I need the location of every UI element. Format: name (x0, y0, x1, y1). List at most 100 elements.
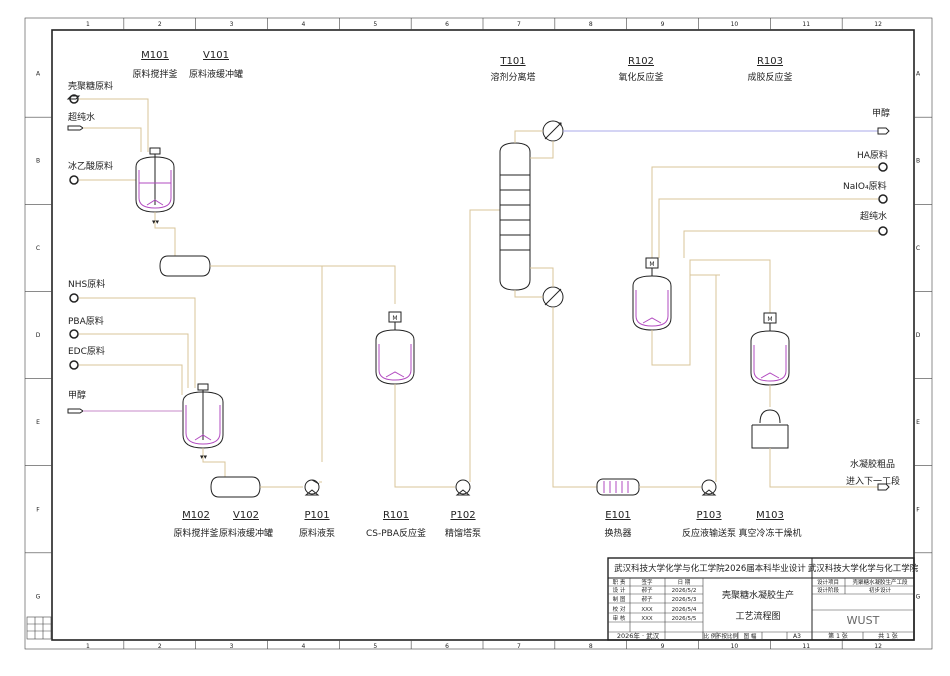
name-p101: 原料液泵 (299, 527, 335, 539)
signer-2: 郝子 (641, 595, 653, 603)
column-label-3: 3 (230, 643, 234, 650)
column-label-11: 11 (802, 21, 810, 28)
title-drawing-name-1: 壳聚糖水凝胶生产 (722, 589, 794, 601)
column-label-5: 5 (373, 643, 377, 650)
column-label-7: 7 (517, 21, 521, 28)
svg-text:▾▾: ▾▾ (200, 453, 208, 461)
stream-chitosan: 壳聚糖原料 (68, 80, 113, 92)
column-label-6: 6 (445, 643, 449, 650)
vessel-v101 (159, 255, 211, 277)
vessel-r101: M (375, 311, 415, 385)
feed-arrow-water-1 (67, 125, 84, 131)
name-t101: 溶剂分离塔 (490, 71, 535, 83)
tag-m101: M101 (141, 50, 169, 61)
size-label: 图 幅 (744, 632, 757, 640)
name-v101: 原料液缓冲罐 (189, 68, 243, 80)
column-label-8: 8 (589, 643, 593, 650)
title-block (607, 557, 915, 641)
column-label-2: 2 (158, 21, 162, 28)
column-label-1: 1 (86, 643, 90, 650)
condenser (542, 120, 564, 142)
stream-edc: EDC原料 (68, 345, 105, 357)
signer-3: XXX (641, 607, 653, 613)
svg-text:M: M (767, 316, 772, 323)
freeze-dryer-m103 (751, 409, 789, 449)
stream-product-2: 进入下一工段 (846, 475, 900, 487)
outer-border (24, 17, 933, 650)
tag-t101: T101 (499, 56, 525, 67)
name-e101: 换热器 (604, 527, 631, 539)
vessel-m101 (135, 147, 175, 213)
feed-arrow-naio4 (878, 194, 888, 204)
row-label-B: B (916, 158, 920, 165)
pump-p103 (701, 479, 717, 496)
role-0: 职 责 (613, 578, 626, 586)
column-label-6: 6 (445, 21, 449, 28)
name-r102: 氧化反应釜 (618, 71, 663, 83)
column-t101 (499, 142, 531, 291)
vessel-v102 (210, 476, 261, 498)
column-label-4: 4 (302, 643, 306, 650)
svg-text:M: M (392, 315, 397, 322)
row-label-E: E (916, 419, 920, 426)
title-school-top: 武汉科技大学化学与化工学院2026届本科毕业设计 (614, 563, 806, 574)
column-label-9: 9 (661, 21, 665, 28)
margin-revision-table (26, 616, 52, 640)
role-2: 制 图 (613, 595, 626, 603)
role-1: 设 计 (613, 586, 626, 594)
tag-v101: V101 (203, 50, 229, 61)
name-p103: 反应液输送泵 (682, 527, 736, 539)
stream-nhs: NHS原料 (68, 278, 105, 290)
column-label-7: 7 (517, 643, 521, 650)
name-p102: 精馏塔泵 (445, 527, 481, 539)
role-3: 校 对 (613, 605, 626, 613)
date-4: 2026/5/5 (672, 616, 697, 622)
stream-methanol-out: 甲醇 (872, 107, 890, 119)
stream-ha: HA原料 (857, 149, 888, 161)
title-school-right: 武汉科技大学化学与化工学院 (808, 563, 919, 574)
project-val-1: 壳聚糖水凝胶生产工段 (852, 578, 908, 586)
signer-0: 签字 (641, 578, 653, 586)
signer-4: XXX (641, 616, 653, 622)
name-r103: 成胶反应釜 (747, 71, 792, 83)
name-v102: 原料液缓冲罐 (219, 527, 273, 539)
vessel-m102 (182, 383, 224, 449)
feed-arrow-methanol (67, 408, 84, 414)
sheet-number: 第 1 张 (828, 632, 848, 640)
name-m102: 原料搅拌釜 (173, 527, 218, 539)
feed-arrow-ha (878, 162, 888, 172)
date-2: 2026/5/3 (672, 597, 697, 603)
column-label-3: 3 (230, 21, 234, 28)
vessel-r102: M (632, 257, 672, 331)
tag-m103: M103 (756, 510, 784, 521)
row-label-G: G (916, 593, 921, 600)
vessel-r103: M (750, 312, 790, 386)
title-footer: 2026年 · 武汉 (617, 631, 660, 640)
column-label-10: 10 (731, 643, 739, 650)
heat-exchanger-e101 (596, 478, 640, 496)
stream-naio4: NaIO₄原料 (843, 180, 887, 192)
reboiler (542, 286, 564, 308)
feed-arrow-chitosan (66, 94, 81, 104)
tag-r101: R101 (383, 510, 409, 521)
feed-arrow-nhs (69, 293, 79, 303)
stream-product-1: 水凝胶粗品 (850, 458, 895, 470)
row-label-F: F (916, 506, 920, 513)
project-label-1: 设计项目 (817, 578, 839, 586)
svg-text:▾▾: ▾▾ (152, 218, 160, 226)
tag-p101: P101 (304, 510, 329, 521)
name-m103: 真空冷冻干燥机 (738, 527, 801, 539)
column-label-9: 9 (661, 643, 665, 650)
column-label-1: 1 (86, 21, 90, 28)
title-drawing-name-2: 工艺流程图 (735, 610, 780, 622)
column-label-2: 2 (158, 643, 162, 650)
date-1: 2026/5/2 (672, 588, 697, 594)
tag-v102: V102 (233, 510, 259, 521)
outlet-arrow-product (877, 483, 890, 491)
outlet-arrow-methanol (877, 127, 890, 135)
column-label-12: 12 (874, 643, 882, 650)
